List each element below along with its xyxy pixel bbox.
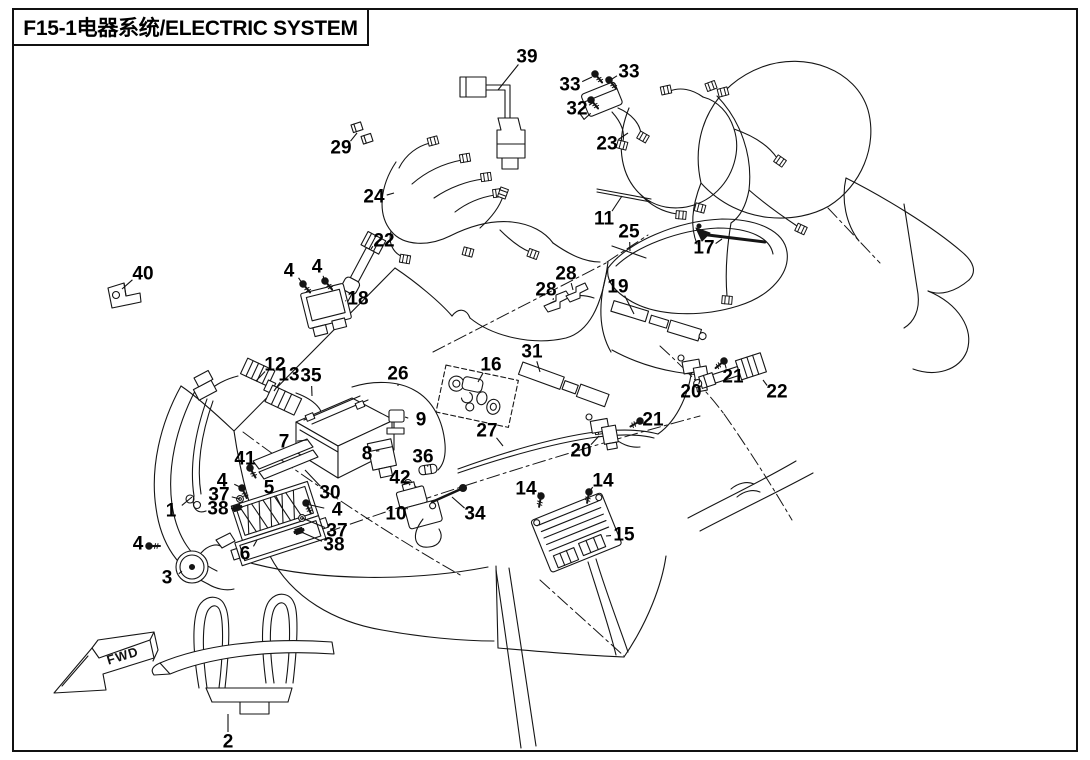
part-callout-10: 10: [385, 503, 407, 525]
fuse-drawing-36: [418, 463, 438, 476]
part-callout-6: 6: [239, 543, 251, 565]
seat-edge-tick-25: [611, 245, 647, 259]
part-callout-39: 39: [516, 46, 538, 68]
part-callout-21: 21: [642, 409, 664, 431]
part-callout-13: 13: [278, 364, 300, 386]
part-callout-38: 38: [323, 534, 345, 556]
part-callout-30: 30: [319, 482, 341, 504]
right-panels-outline: [687, 177, 975, 532]
sensor-drawing-39: [459, 76, 526, 170]
part-callout-33: 33: [618, 61, 640, 83]
part-callout-26: 26: [387, 363, 409, 385]
part-callout-18: 18: [347, 288, 369, 310]
relay-drawing-8: [366, 438, 397, 479]
tool-rod-drawing-17: [695, 223, 767, 244]
part-callout-25: 25: [618, 221, 640, 243]
battery-pad-drawing-30: [252, 438, 319, 480]
ignition-coil-left-drawing-22: [337, 230, 387, 306]
part-callout-20: 20: [680, 381, 702, 403]
part-callout-14: 14: [515, 478, 537, 500]
part-callout-4: 4: [283, 260, 295, 282]
part-callout-4: 4: [331, 499, 343, 521]
part-callout-27: 27: [476, 420, 498, 442]
part-callout-8: 8: [361, 443, 373, 465]
battery-drawing-7: [295, 395, 395, 479]
part-callout-35: 35: [300, 365, 322, 387]
part-callout-4: 4: [132, 533, 144, 555]
part-drawing-9: [386, 409, 405, 435]
part-callout-38: 38: [207, 498, 229, 520]
rod-drawing-31: [517, 361, 610, 408]
fwd-arrow: FWD: [53, 631, 159, 694]
part-callout-5: 5: [263, 477, 275, 499]
clips-drawing-29: [350, 121, 374, 145]
part-callout-16: 16: [480, 354, 502, 376]
part-callout-24: 24: [363, 186, 385, 208]
part-callout-3: 3: [161, 567, 173, 589]
part-callout-40: 40: [132, 263, 154, 285]
part-callout-29: 29: [330, 137, 352, 159]
straps-drawing-2: [151, 593, 335, 715]
part-callout-14: 14: [592, 470, 614, 492]
part-callout-36: 36: [412, 446, 434, 468]
part-callout-28: 28: [555, 263, 577, 285]
rod-drawing-11: [596, 188, 652, 203]
part-callout-15: 15: [613, 524, 635, 546]
regulator-drawing-15: [530, 487, 629, 656]
ecu-drawing-18: [297, 275, 352, 338]
fuse-box-drawing-5-6: [230, 462, 330, 567]
part-callout-22: 22: [373, 230, 395, 252]
part-callout-31: 31: [521, 341, 543, 363]
part-callout-41: 41: [234, 448, 256, 470]
part-callout-33: 33: [559, 74, 581, 96]
part-callout-23: 23: [596, 133, 618, 155]
part-callout-34: 34: [464, 503, 486, 525]
part-callout-28: 28: [535, 279, 557, 301]
part-callout-19: 19: [607, 276, 629, 298]
part-callout-7: 7: [278, 431, 290, 453]
part-callout-22: 22: [766, 381, 788, 403]
wire-drawing-26: [351, 381, 446, 471]
part-callout-17: 17: [693, 237, 715, 259]
part-callout-9: 9: [415, 409, 427, 431]
part-callout-4: 4: [216, 470, 228, 492]
title-box: F15-1电器系统/ELECTRIC SYSTEM: [12, 8, 369, 46]
brackets-drawing-28: [543, 282, 589, 313]
part-callout-11: 11: [593, 208, 615, 230]
flasher-drawing-32: [578, 68, 650, 151]
part-callout-21: 21: [722, 366, 744, 388]
horn-drawing-3: [144, 532, 236, 584]
part-callout-42: 42: [389, 467, 411, 489]
part-callout-37: 37: [208, 484, 230, 506]
part-callout-20: 20: [570, 440, 592, 462]
part-callout-12: 12: [264, 354, 286, 376]
part-callout-37: 37: [326, 520, 348, 542]
part-callout-1: 1: [165, 500, 177, 522]
ignition-coil-right-drawing-22: [693, 352, 767, 389]
page-border: [12, 8, 1078, 752]
main-wire-harness-drawing: [381, 135, 601, 265]
part-callout-4: 4: [311, 256, 323, 278]
speed-sensor-left-drawing-20: [585, 413, 646, 451]
part-callout-32: 32: [566, 98, 588, 120]
part-callout-2: 2: [222, 731, 234, 753]
page-title: F15-1电器系统/ELECTRIC SYSTEM: [23, 17, 358, 40]
cable-drawing-34: [414, 483, 468, 548]
